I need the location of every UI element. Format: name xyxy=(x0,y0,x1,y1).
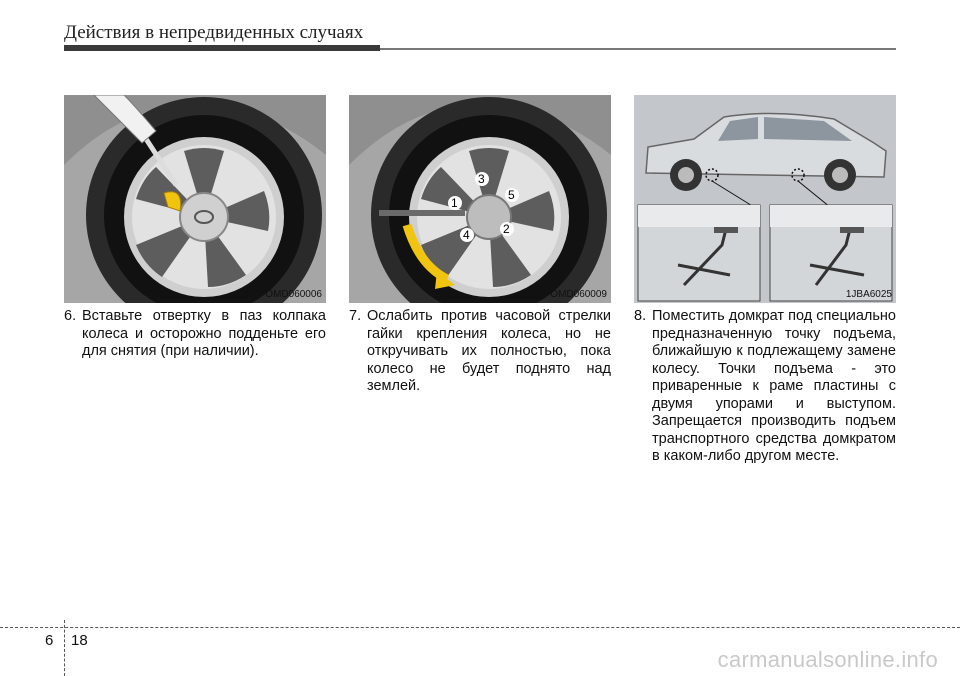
watermark: carmanualsonline.info xyxy=(717,647,938,672)
footer-rule xyxy=(0,627,960,628)
lug-nut-label-2: 2 xyxy=(503,222,510,236)
step-7: 7. Ослабить против часовой стрелки гайки… xyxy=(349,308,611,396)
step-8: 8. Поместить домкрат под специально пред… xyxy=(634,308,896,466)
step-text: Поместить домкрат под специально предназ… xyxy=(652,308,896,464)
header-rule-dark xyxy=(64,45,380,51)
lug-nut-label-1: 1 xyxy=(451,196,458,210)
header-rule-light xyxy=(380,48,896,50)
lug-nut-label-4: 4 xyxy=(463,228,470,242)
footer-divider xyxy=(64,620,65,676)
lug-nut-label-3: 3 xyxy=(478,172,485,186)
jack-points-illustration xyxy=(634,95,896,303)
lug-nuts-illustration: 3 1 5 4 2 xyxy=(349,95,611,303)
figure-loosen-lug-nuts: 3 1 5 4 2 OMD060009 xyxy=(349,95,611,303)
chapter-number: 6 xyxy=(45,632,54,649)
lug-nut-label-5: 5 xyxy=(508,188,515,202)
figure-code: 1JBA6025 xyxy=(845,289,892,300)
step-number: 7. xyxy=(349,308,362,324)
figure-hubcap-removal: OMD060006 xyxy=(64,95,326,303)
step-number: 6. xyxy=(64,308,77,324)
step-6: 6. Вставьте отвертку в паз колпака колес… xyxy=(64,308,326,361)
figure-code: OMD060006 xyxy=(265,289,322,300)
step-number: 8. xyxy=(634,308,647,324)
page-number: 18 xyxy=(71,632,88,649)
page-title: Действия в непредвиденных случаях xyxy=(64,22,364,43)
step-text: Ослабить против часовой стрелки гайки кр… xyxy=(367,308,611,394)
figure-code: OMD060009 xyxy=(550,289,607,300)
step-text: Вставьте отвертку в паз колпака колеса и… xyxy=(82,308,326,359)
hubcap-removal-illustration xyxy=(64,95,326,303)
figure-jack-points: 1JBA6025 xyxy=(634,95,896,303)
